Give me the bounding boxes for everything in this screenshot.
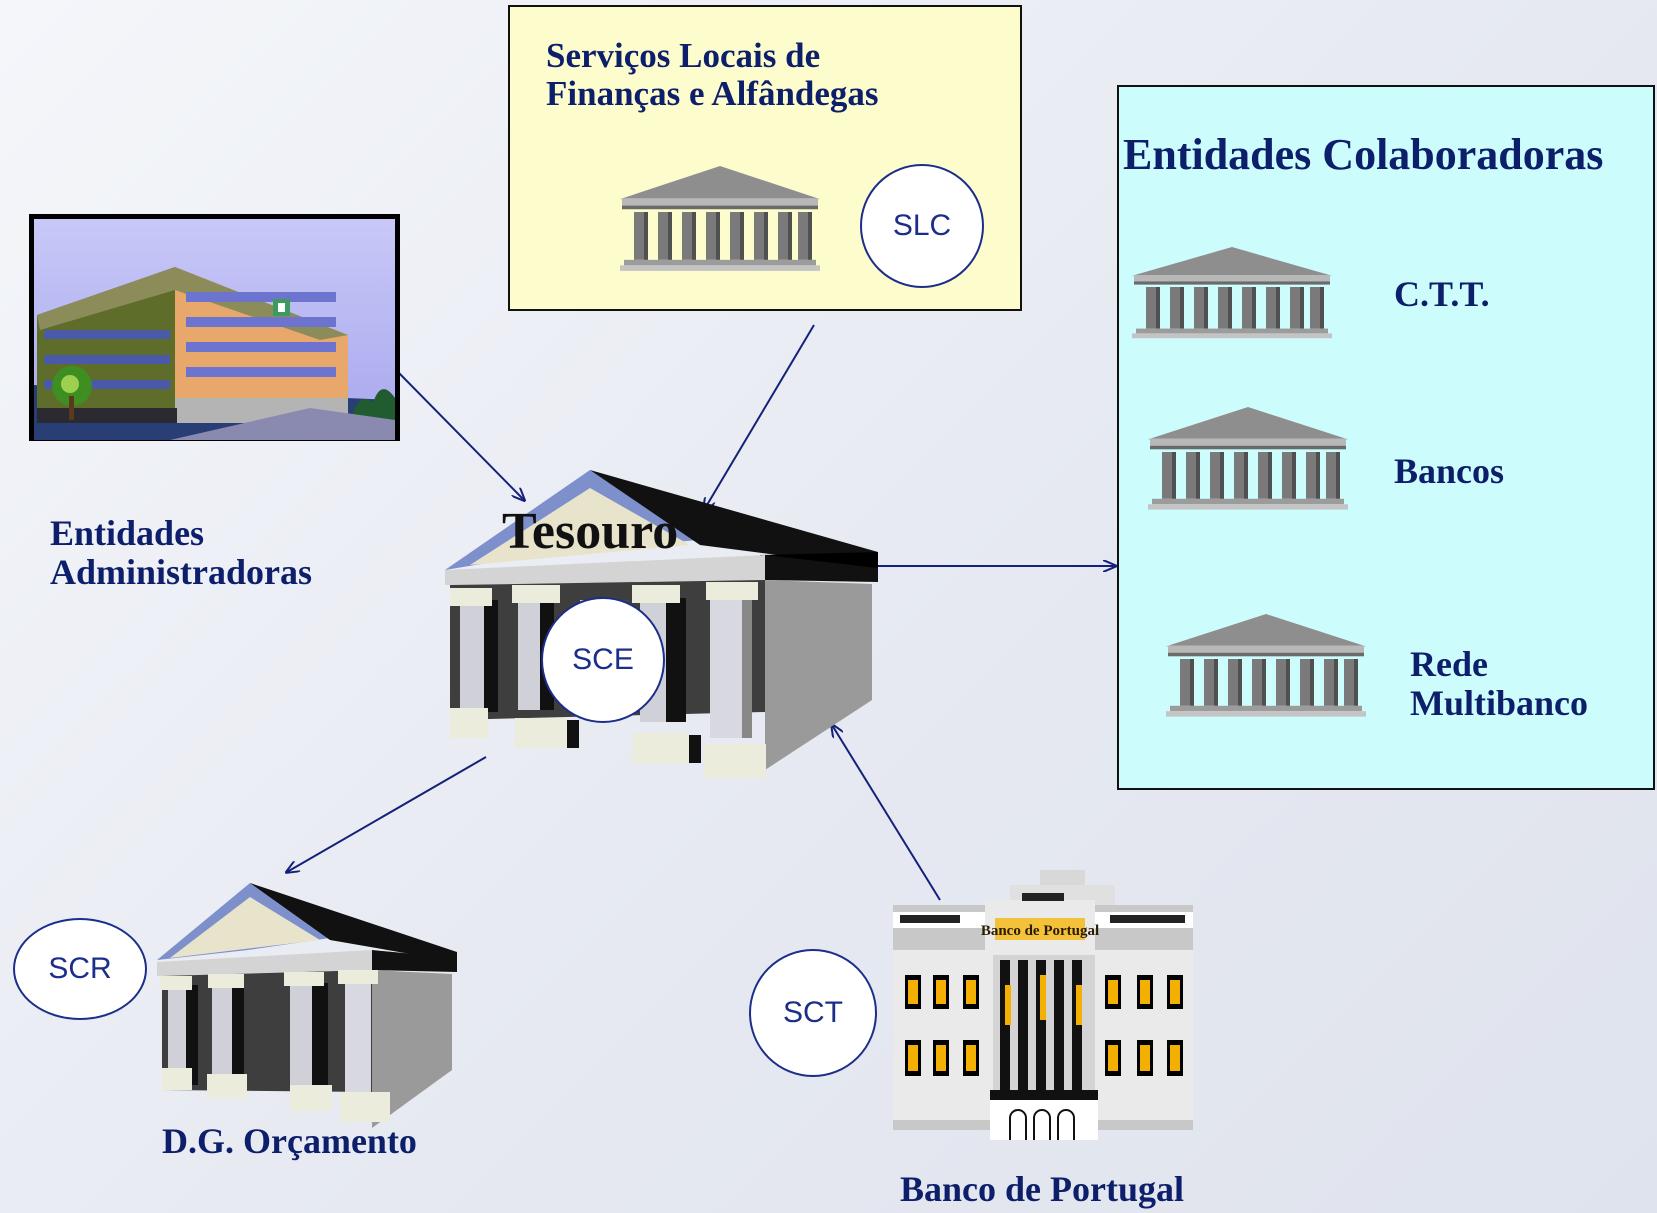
bdp-label: Banco de Portugal	[900, 1169, 1184, 1209]
arrow-slfa-tesouro	[704, 324, 815, 510]
sct-badge: SCT	[749, 949, 877, 1077]
dgo-building-icon	[157, 883, 457, 1128]
arrow-bdp-tesouro	[832, 725, 941, 901]
bancos-label: Bancos	[1394, 451, 1505, 491]
multibanco-label: Rede Multibanco	[1410, 645, 1588, 723]
arrow-administradoras-tesouro	[397, 371, 524, 500]
office-building-icon	[29, 214, 400, 441]
arrow-tesouro-dgo	[287, 756, 487, 872]
arrows	[287, 324, 1115, 901]
slfa-title-line2: Finanças e Alfândegas	[546, 73, 879, 113]
colaboradoras-title: Entidades Colaboradoras	[1123, 130, 1604, 179]
administradoras-line2: Administradoras	[50, 551, 313, 592]
slfa-title-line1: Serviços Locais de	[546, 36, 821, 75]
multibanco-bank-icon	[1166, 614, 1366, 717]
sce-badge: SCE	[541, 597, 665, 723]
administradoras-label: Entidades Administradoras	[50, 514, 312, 592]
bancos-bank-icon	[1148, 407, 1348, 510]
multibanco-label-line1: Rede	[1410, 644, 1488, 684]
slfa-bank-icon	[620, 166, 820, 271]
tesouro-title: Tesouro	[502, 503, 679, 560]
administradoras-line1: Entidades	[50, 513, 205, 553]
slc-badge: SLC	[860, 164, 984, 288]
bdp-facade-text: Banco de Portugal	[981, 923, 1099, 939]
multibanco-label-line2: Multibanco	[1410, 682, 1589, 723]
slfa-title: Serviços Locais de Finanças e Alfândegas	[546, 37, 879, 113]
ctt-bank-icon	[1132, 247, 1332, 339]
ctt-label: C.T.T.	[1394, 274, 1490, 314]
scr-badge: SCR	[13, 918, 147, 1020]
dgo-label: D.G. Orçamento	[162, 1121, 417, 1161]
bdp-building-icon	[893, 870, 1193, 1140]
